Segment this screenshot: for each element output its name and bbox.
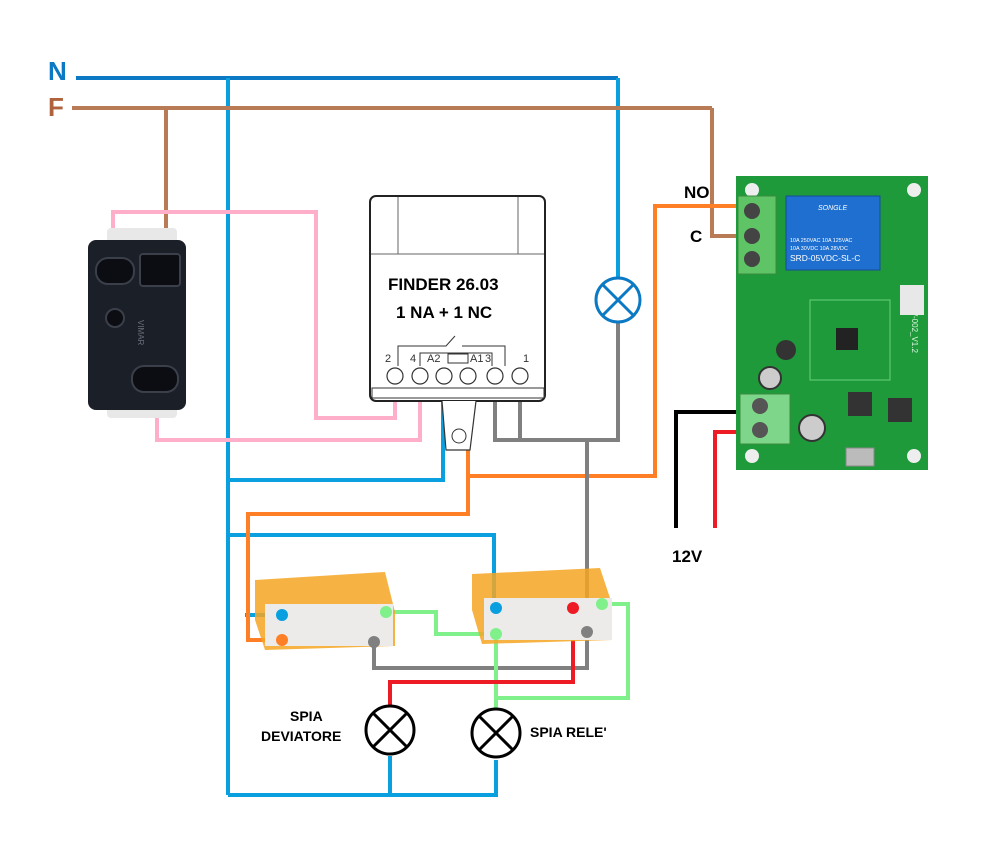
indicator-relay-label: SPIA RELE' [530, 724, 607, 740]
relay-right[interactable] [472, 568, 612, 644]
relay-rating-2: 10A 30VDC 10A 28VDC [790, 246, 848, 252]
relay-left[interactable] [255, 572, 395, 650]
lamp-icon [594, 276, 642, 324]
black-wire [674, 410, 746, 528]
finder-relay[interactable]: FINDER 26.03 1 NA + 1 NC 2 4 A2 A1 3 1 [369, 195, 546, 451]
neutral-wires [76, 76, 620, 797]
indicator-switch-label-1: SPIA [290, 708, 323, 724]
phase-label: F [48, 92, 64, 122]
orange-wires [246, 204, 752, 642]
neutral-label: N [48, 56, 67, 86]
terminal-label-a1: A1 [470, 353, 483, 365]
board-label: SDV-002_V1.2 [910, 300, 919, 353]
relay-rating-1: 10A 250VAC 10A 125VAC [790, 238, 853, 244]
wifi-relay-module[interactable]: SONGLE 10A 250VAC 10A 125VAC 10A 30VDC 1… [736, 176, 928, 470]
terminal-label-3: 3 [485, 353, 491, 365]
indicator-switch-label-2: DEVIATORE [261, 728, 341, 744]
finder-terminal-screws [386, 367, 529, 385]
switch-brand-text: VIMAR [136, 320, 145, 346]
indicator-lamp-relay-icon [470, 707, 522, 759]
terminal-label-1: 1 [523, 353, 529, 365]
terminal-label-4: 4 [410, 353, 416, 365]
terminal-c-label: C [690, 227, 702, 246]
finder-model-text: FINDER 26.03 [388, 275, 499, 294]
finder-terminal-labels: 2 4 A2 A1 3 1 [385, 353, 529, 365]
power-12v-label: 12V [672, 547, 703, 566]
red-wires [388, 430, 746, 705]
terminal-label-2: 2 [385, 353, 391, 365]
terminal-no-label: NO [684, 183, 710, 202]
finder-contacts-text: 1 NA + 1 NC [396, 303, 492, 322]
changeover-switch[interactable]: VIMAR [88, 228, 186, 418]
relay-brand: SONGLE [818, 205, 848, 212]
terminal-label-a2: A2 [427, 353, 440, 365]
indicator-lamp-switch-icon [364, 704, 416, 756]
relay-model: SRD-05VDC-SL-C [790, 253, 860, 263]
